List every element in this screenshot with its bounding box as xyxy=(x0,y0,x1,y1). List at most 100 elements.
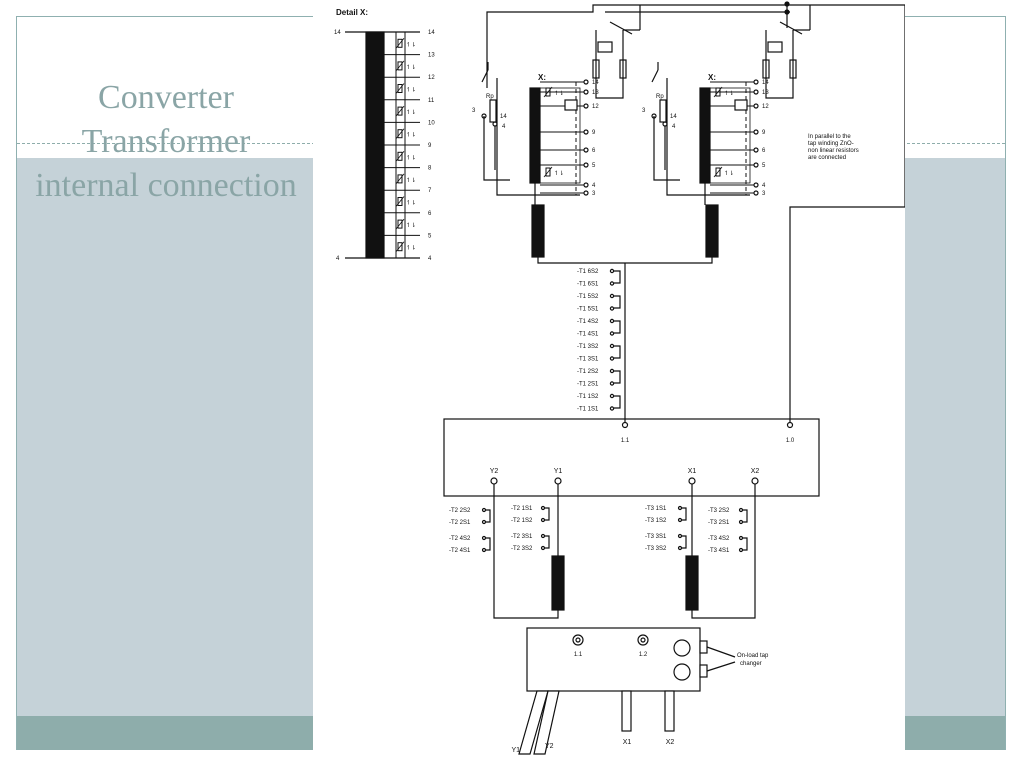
t1-ct-terminal xyxy=(609,393,615,399)
detail-tap-number: 10 xyxy=(428,120,435,126)
varistor-slash xyxy=(395,128,405,139)
t1-ct-terminal xyxy=(609,268,615,274)
tap-unit-right-tap-terminal xyxy=(753,162,759,168)
t1-ct-terminal xyxy=(609,306,615,311)
tap-unit-left-tap-number: 4 xyxy=(592,183,596,189)
title-line-2: Transformer xyxy=(81,123,251,160)
t2-inner-ct-label: -T2 3S1 xyxy=(511,534,533,540)
varistor-slash xyxy=(395,196,405,207)
tap-unit-left-aux-14: 14 xyxy=(500,114,507,120)
t2-inner-ct-label: -T2 3S2 xyxy=(511,546,533,552)
output-x2-terminal xyxy=(751,477,759,485)
detail-tap-number: 9 xyxy=(428,143,432,149)
oltc-drive-bottom xyxy=(673,663,691,681)
t2-outer-ct-label: -T2 2S1 xyxy=(449,520,471,526)
varistor-arrows: ↿⇂ xyxy=(406,245,416,252)
varistor-slash xyxy=(543,166,553,178)
tap-unit-right-aux-4: 4 xyxy=(672,124,676,130)
bushing-x2 xyxy=(664,690,675,732)
t2-outer-ct-label: -T2 2S2 xyxy=(449,508,471,514)
detail-tap-number: 4 xyxy=(428,256,432,262)
varistor-arrows: ↿⇂ xyxy=(554,170,564,177)
t3-winding xyxy=(685,555,699,611)
t2-outer-ct-terminal xyxy=(481,535,487,541)
t2-wire xyxy=(493,484,559,619)
t1-ct-bracket xyxy=(614,270,621,284)
t2-outer-ct-terminal xyxy=(481,507,487,513)
top-node xyxy=(784,1,790,7)
oltc-leader xyxy=(706,661,736,672)
t3-outer-ct-label: -T3 4S2 xyxy=(708,536,730,542)
tap-unit-left-x-label: X: xyxy=(538,73,546,82)
t3-inner-ct-label: -T3 1S2 xyxy=(645,518,667,524)
t3-outer-ct-bracket xyxy=(743,509,748,523)
tap-unit-right-aux-3: 3 xyxy=(642,108,646,114)
varistor-slash xyxy=(395,83,405,94)
t3-wire xyxy=(691,484,756,619)
tap-unit-left-tap-winding xyxy=(529,87,541,184)
tap-unit-right-rp-resistor xyxy=(659,99,667,123)
tap-unit-right-tap-number: 3 xyxy=(762,191,766,197)
tap-unit-left-tap-number: 6 xyxy=(592,148,596,154)
t1-ct-label: -T1 6S2 xyxy=(577,269,599,275)
t2-inner-ct-bracket xyxy=(545,535,550,549)
oltc-drive-top xyxy=(673,639,691,657)
bushing-label-x1: X1 xyxy=(623,739,632,746)
t3-inner-ct-label: -T3 1S1 xyxy=(645,506,667,512)
output-x1-label: X1 xyxy=(688,468,697,475)
t2-outer-ct-terminal xyxy=(481,547,487,553)
tap-unit-right-tap-winding xyxy=(699,87,711,184)
tap-unit-right-wire xyxy=(765,30,794,99)
tap-unit-left-tap-terminal xyxy=(583,89,589,95)
tap-unit-left-tap-number: 9 xyxy=(592,130,596,136)
varistor-arrows: ↿⇂ xyxy=(406,87,416,94)
t1-ct-label: -T1 1S1 xyxy=(577,407,599,413)
varistor-slash xyxy=(713,166,723,178)
title-line-1: Converter xyxy=(98,79,234,116)
tap-unit-right-rp-label: Rp xyxy=(656,94,664,100)
main-feed-wire xyxy=(486,4,905,425)
t2-outer-ct-terminal xyxy=(481,519,487,525)
t1-ct-label: -T1 5S1 xyxy=(577,307,599,313)
t3-inner-ct-bracket xyxy=(682,507,687,521)
tap-unit-right-tap-number: 6 xyxy=(762,148,766,154)
tap-unit-right-tap-terminal xyxy=(753,190,759,196)
tap-unit-left-rp-resistor xyxy=(489,99,497,123)
varistor-slash xyxy=(395,38,405,49)
detail-left-14: 14 xyxy=(334,30,341,36)
tap-unit-right-tap-terminal xyxy=(753,147,759,153)
bushing-x1 xyxy=(621,690,632,732)
tap-unit-left-aux-3: 3 xyxy=(472,108,476,114)
tap-unit-right-tap-number: 4 xyxy=(762,183,766,189)
t2-winding xyxy=(551,555,565,611)
tap-unit-right-tap-terminal xyxy=(753,129,759,135)
tank-terminal-11-inner xyxy=(575,637,581,643)
output-y1-terminal xyxy=(554,477,562,485)
t3-inner-ct-terminal xyxy=(677,517,683,523)
tap-unit-left-switch-blade xyxy=(481,69,489,83)
varistor-arrows: ↿⇂ xyxy=(724,170,734,177)
t1-ct-terminal xyxy=(609,318,615,324)
detail-winding-bar xyxy=(365,31,385,259)
t2-inner-ct-terminal xyxy=(540,505,546,511)
tap-unit-right-tap-terminal xyxy=(753,79,759,85)
t2-inner-ct-terminal xyxy=(540,533,546,539)
tap-unit-right-switch-blade xyxy=(651,69,659,83)
tap-unit-left-tap-number: 12 xyxy=(592,104,599,110)
tap-unit-left-switch-contact xyxy=(597,41,613,53)
connection-diagram: Detail X:14414↿⇂13↿⇂12↿⇂11↿⇂10↿⇂9↿⇂8↿⇂7↿… xyxy=(334,1,905,755)
tap-unit-right-tap-terminal xyxy=(753,182,759,188)
t2-outer-ct-bracket xyxy=(486,537,491,551)
t1-ct-bracket xyxy=(614,345,621,359)
tap-unit-left-tap-terminal xyxy=(583,103,589,109)
tap-unit-left-tap-terminal xyxy=(583,147,589,153)
title-line-3: internal connection xyxy=(35,167,297,204)
t3-inner-ct-label: -T3 3S2 xyxy=(645,546,667,552)
tap-unit-left-tap-terminal xyxy=(583,129,589,135)
varistor-arrows: ↿⇂ xyxy=(406,222,416,229)
detail-tap-number: 12 xyxy=(428,75,435,81)
tap-unit-left-tap-terminal xyxy=(583,190,589,196)
t1-ct-terminal xyxy=(609,368,615,374)
bushing-label-x2: X2 xyxy=(666,739,675,746)
